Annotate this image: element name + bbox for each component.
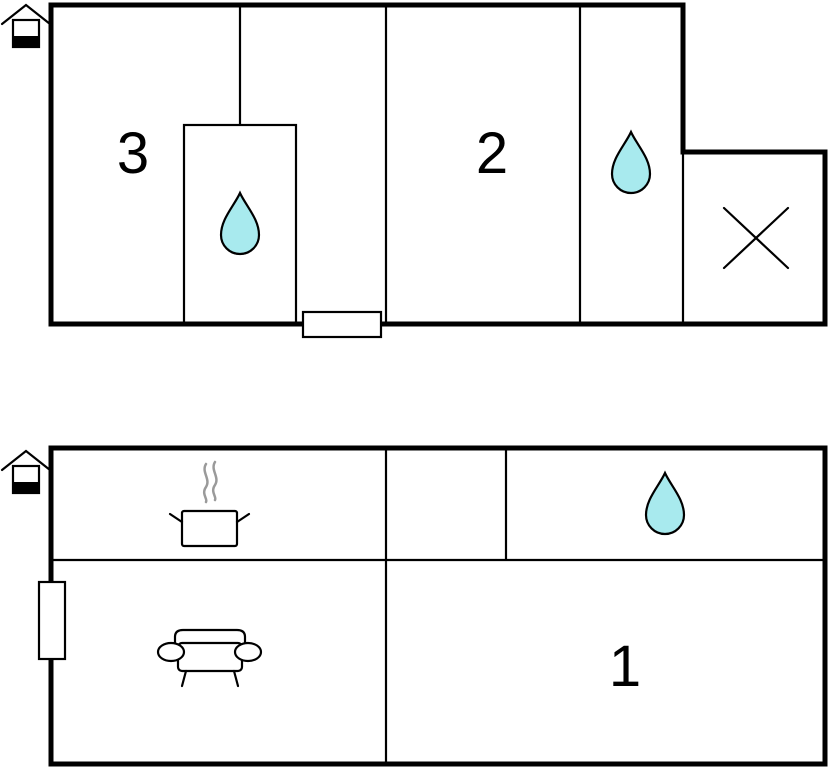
- water-drop-icon: [219, 190, 261, 256]
- window-marker: [301, 310, 383, 339]
- upper-bathroom-left: [182, 123, 298, 326]
- lower-floor: 1: [0, 445, 828, 767]
- upper-floor: 3 2: [0, 2, 828, 339]
- entrance-house-icon: [0, 3, 52, 49]
- lower-floor-outline: [48, 445, 828, 767]
- entrance-house-icon: [0, 449, 52, 495]
- water-drop-icon: [610, 129, 652, 195]
- room-number-1: 1: [609, 634, 641, 699]
- water-drop-icon: [644, 470, 686, 536]
- room-number-3: 3: [117, 121, 149, 186]
- room-number-2: 2: [476, 121, 508, 186]
- cooking-pot-icon: [168, 460, 251, 548]
- window-marker: [37, 580, 67, 661]
- sofa-icon: [156, 628, 263, 688]
- upper-floor-outline: [48, 2, 828, 327]
- cross-x-icon: [722, 206, 790, 270]
